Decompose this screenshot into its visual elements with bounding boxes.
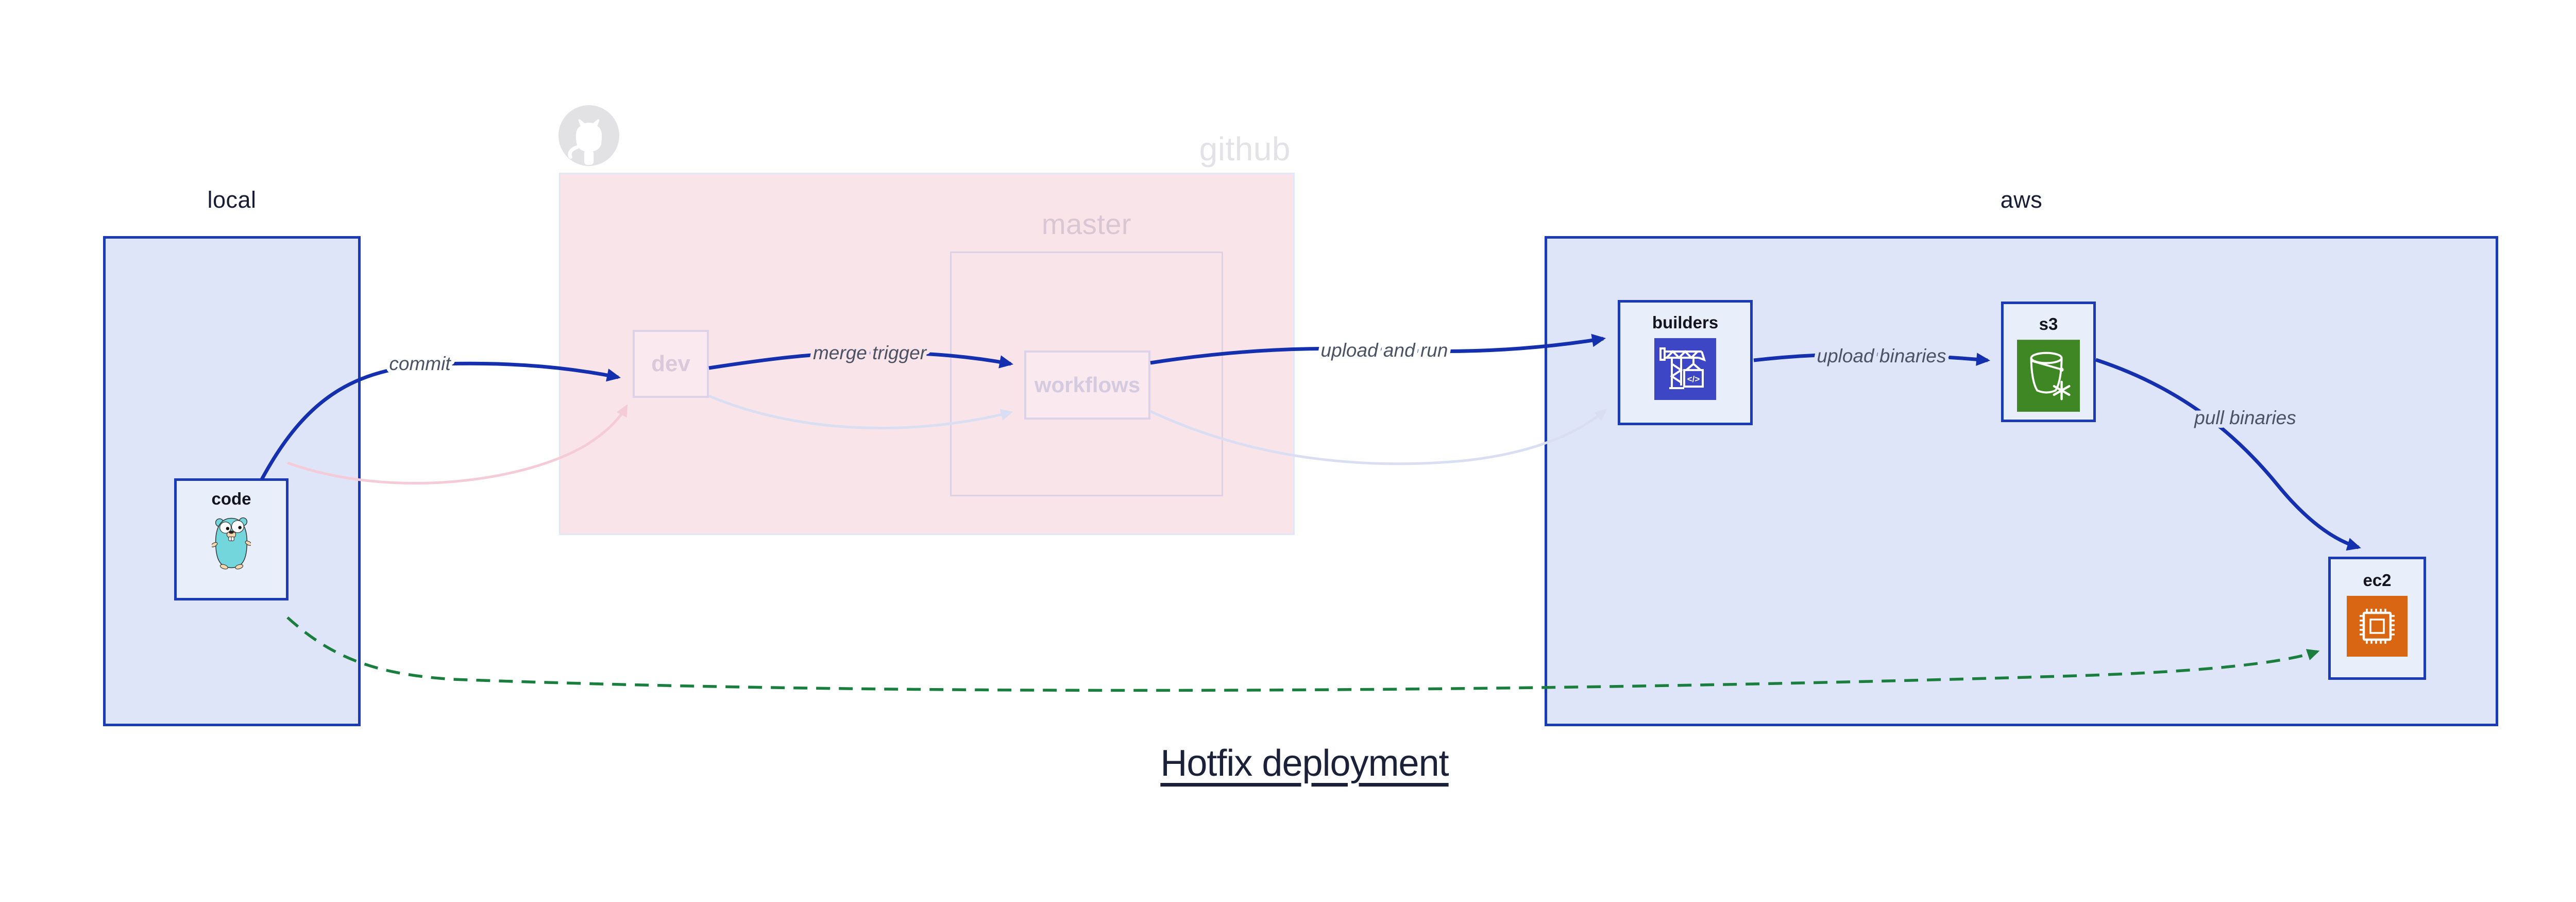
node-ec2-label: ec2	[2363, 571, 2392, 590]
node-code-label: code	[211, 489, 251, 508]
master-branch-box	[950, 252, 1223, 496]
edge-label-upload-and-run: upload and run	[1321, 340, 1448, 361]
node-code: code	[174, 478, 289, 600]
node-ec2: ec2	[2328, 557, 2426, 680]
node-s3: s3	[2001, 302, 2096, 422]
node-workflows-label: workflows	[1034, 373, 1141, 397]
go-gopher-icon	[212, 517, 251, 570]
aws-cluster-label: aws	[2000, 187, 2043, 213]
node-dev: dev	[633, 330, 709, 398]
github-octocat-icon	[558, 105, 619, 166]
edge-label-commit: commit	[389, 353, 451, 374]
node-builders-label: builders	[1652, 313, 1719, 332]
codebuild-crane-icon: </>	[1654, 338, 1716, 400]
ec2-chip-icon	[2347, 596, 2408, 657]
codebuild-code-glyph: </>	[1687, 374, 1700, 384]
node-builders: builders </>	[1618, 300, 1753, 425]
node-workflows: workflows	[1024, 350, 1150, 420]
node-dev-label: dev	[651, 351, 690, 376]
node-s3-label: s3	[2039, 314, 2058, 333]
local-cluster-label: local	[207, 187, 257, 213]
github-cluster-label: github	[1199, 130, 1291, 168]
master-branch-label: master	[1041, 208, 1132, 240]
s3-bucket-snowflake-icon	[2017, 340, 2080, 412]
diagram-title: Hotfix deployment	[1160, 743, 1449, 784]
